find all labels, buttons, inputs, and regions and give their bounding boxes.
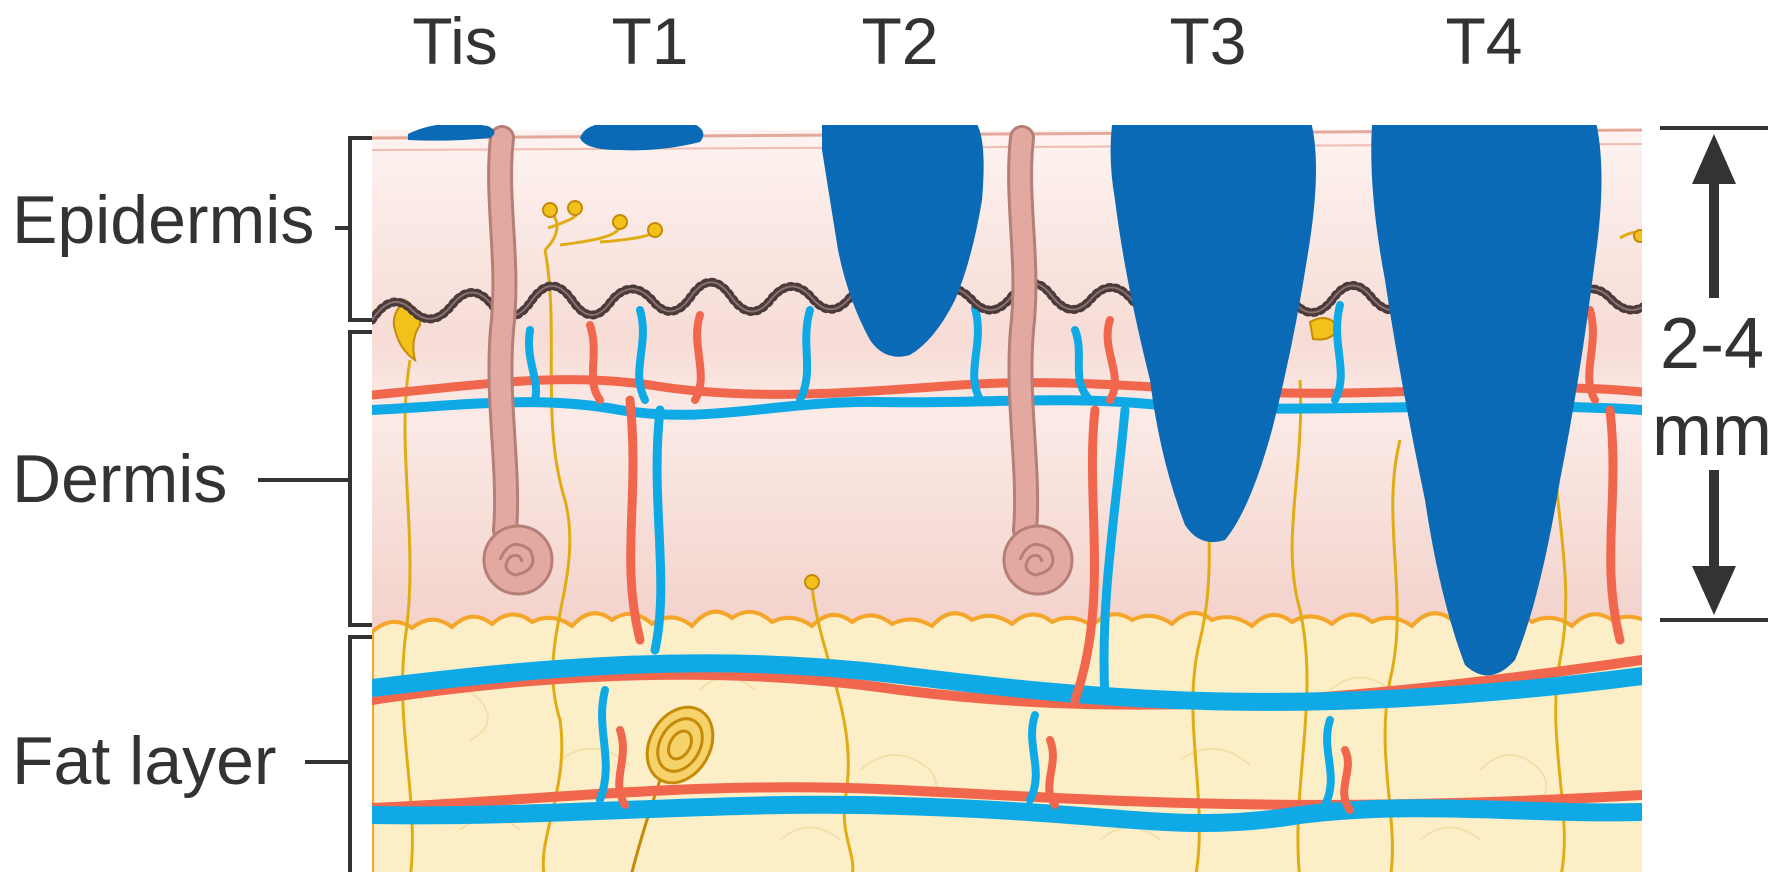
- depth-measurement: 2-4 mm: [1652, 128, 1772, 620]
- layer-label-dermis: Dermis: [12, 441, 227, 517]
- measurement-unit: mm: [1652, 391, 1772, 471]
- layer-label-fat: Fat layer: [12, 723, 277, 799]
- arrow-up-icon: [1692, 134, 1736, 184]
- stage-label-t2: T2: [861, 4, 938, 78]
- stage-label-t3: T3: [1169, 4, 1246, 78]
- measurement-value: 2-4: [1660, 304, 1764, 384]
- stage-label-tis: Tis: [412, 4, 498, 78]
- tumor-tis: [408, 123, 495, 140]
- stage-label-t1: T1: [611, 4, 688, 78]
- stage-labels: Tis T1 T2 T3 T4: [412, 4, 1522, 78]
- layer-label-epidermis: Epidermis: [12, 182, 314, 258]
- arrow-down-icon: [1692, 566, 1736, 615]
- stage-label-t4: T4: [1445, 4, 1522, 78]
- layer-labels: Epidermis Dermis Fat layer: [12, 182, 314, 799]
